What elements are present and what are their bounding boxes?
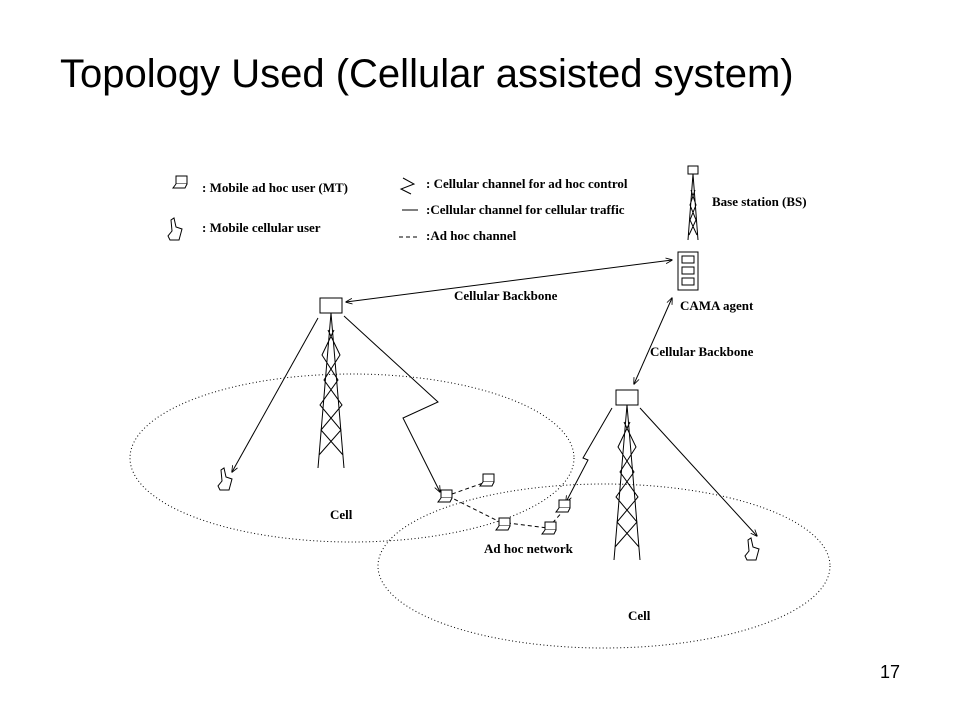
- right-tower: [613, 389, 641, 561]
- left-tower: [317, 297, 345, 469]
- phone-icon: [217, 467, 233, 491]
- backbone-right-label: Cellular Backbone: [650, 344, 754, 359]
- legend-cellular-channel-adhoc-control: : Cellular channel for ad hoc control: [426, 176, 628, 191]
- cell-right-ellipse: [377, 483, 831, 649]
- cell-left-label: Cell: [330, 507, 353, 522]
- legend-mobile-adhoc-user: : Mobile ad hoc user (MT): [202, 180, 348, 195]
- laptop-icon: [479, 473, 495, 487]
- backbone-right-line: [634, 298, 672, 384]
- legend-adhoc-channel: :Ad hoc channel: [426, 228, 517, 243]
- base-station-label: Base station (BS): [712, 194, 807, 209]
- laptop-icon: [172, 175, 188, 189]
- right-adhoc-control-zigzag: [566, 407, 613, 502]
- legend: : Mobile ad hoc user (MT) : Mobile cellu…: [167, 175, 628, 243]
- phone-icon: [744, 537, 760, 561]
- legend-mobile-cellular-user: : Mobile cellular user: [202, 220, 321, 235]
- cama-agent-icon: [677, 251, 699, 291]
- adhoc-links: [447, 481, 565, 529]
- cell-right-label: Cell: [628, 608, 651, 623]
- cama-agent-label: CAMA agent: [680, 298, 754, 313]
- cell-left-ellipse: [129, 373, 575, 543]
- right-cellular-traffic-line: [639, 407, 757, 536]
- phone-icon: [167, 217, 183, 241]
- zigzag-channel-icon: [399, 177, 416, 195]
- laptop-icon: [555, 499, 571, 513]
- left-cellular-traffic-line: [232, 317, 319, 472]
- page-number: 17: [880, 662, 901, 682]
- adhoc-network-label: Ad hoc network: [484, 541, 574, 556]
- base-station-tower-top: [687, 165, 699, 241]
- backbone-top-line: [346, 260, 672, 302]
- laptop-icon: [495, 517, 511, 531]
- page-title: Topology Used (Cellular assisted system): [60, 52, 794, 96]
- left-adhoc-control-zigzag: [343, 315, 440, 492]
- legend-cellular-channel-cellular-traffic: :Cellular channel for cellular traffic: [426, 202, 625, 217]
- backbone-top-label: Cellular Backbone: [454, 288, 558, 303]
